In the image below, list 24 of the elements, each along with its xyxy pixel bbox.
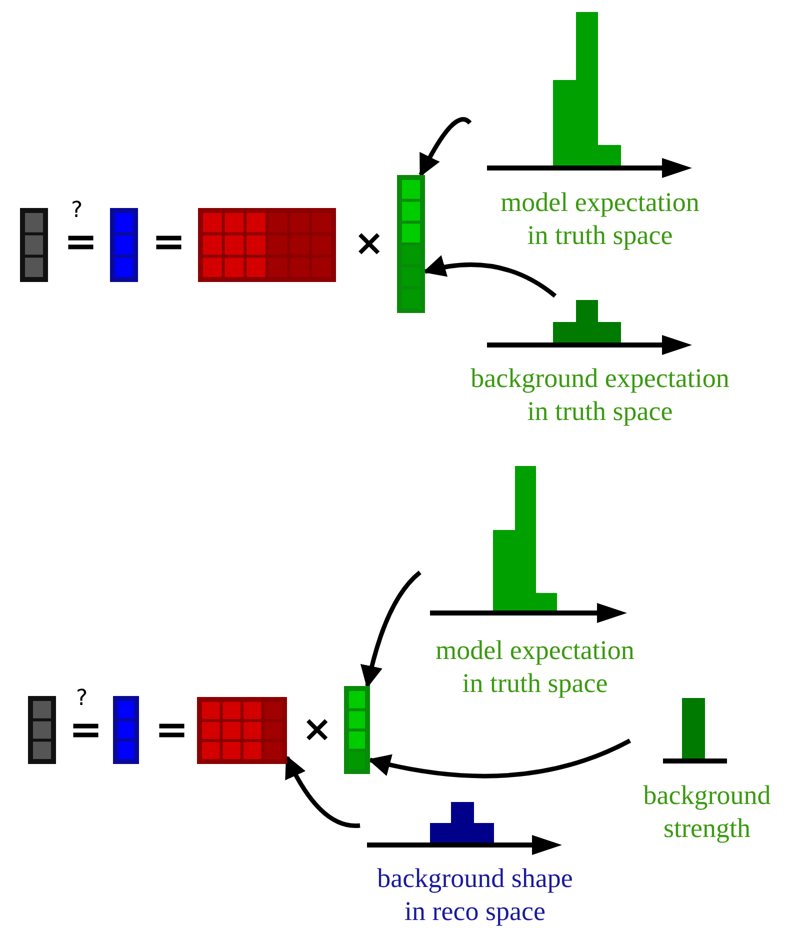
equals-sign: = — [69, 710, 103, 750]
vector-drawing — [113, 696, 139, 764]
vector-drawing — [28, 696, 56, 764]
arrow — [360, 570, 422, 688]
question-mark: ? — [76, 688, 88, 710]
matrix-drawing — [197, 697, 287, 764]
times-sign: × — [354, 226, 384, 262]
equals-sign: = — [64, 222, 98, 262]
times-sign: × — [302, 712, 332, 748]
histogram-caption: background shape in reco space — [376, 862, 574, 928]
histogram-caption: model expectation in truth space — [434, 634, 636, 700]
histogram-caption: model expectation in truth space — [500, 186, 700, 252]
matrix-drawing — [198, 208, 336, 282]
vector-drawing — [397, 175, 425, 313]
vector-drawing — [20, 208, 48, 282]
arrow — [284, 755, 360, 828]
equals-sign: = — [152, 222, 186, 262]
question-mark: ? — [71, 200, 83, 222]
vector-drawing — [344, 686, 370, 774]
equals-sign: = — [155, 710, 189, 750]
histogram-caption: background expectation in truth space — [470, 362, 730, 428]
histogram-caption: background strength — [642, 779, 772, 845]
arrow — [418, 117, 472, 177]
vector-drawing — [110, 208, 138, 282]
